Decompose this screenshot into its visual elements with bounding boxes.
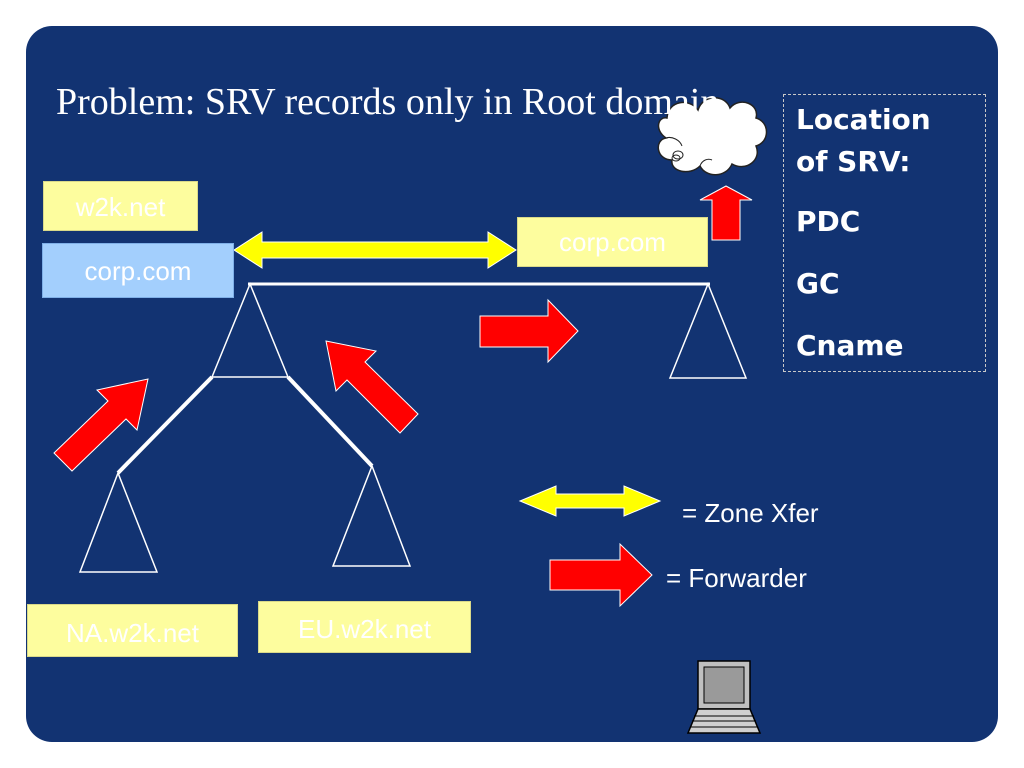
forwarder-arrow-right	[479, 298, 579, 364]
srv-location-heading-line1: Location	[796, 103, 931, 136]
forwarder-arrow-eu	[325, 340, 419, 434]
slide-title: Problem: SRV records only in Root domain	[56, 81, 720, 123]
eu-domain-triangle	[331, 463, 412, 567]
forwarder-arrow-to-cloud	[699, 185, 753, 241]
corp-domain-triangle	[668, 281, 748, 379]
na-domain-triangle	[78, 470, 159, 573]
tree-branch-right	[286, 375, 374, 468]
root-domain-triangle	[210, 282, 290, 378]
srv-location-item-cname: Cname	[796, 329, 904, 362]
srv-location-heading-line2: of SRV:	[796, 145, 911, 178]
corp-com-right-label: corp.com	[517, 217, 708, 267]
tree-branch-left	[116, 375, 214, 475]
legend-forwarder-arrow	[549, 542, 653, 608]
srv-location-item-gc: GC	[796, 267, 840, 300]
zone-xfer-arrow	[233, 231, 517, 269]
eu-w2k-net-label: EU.w2k.net	[258, 601, 471, 653]
srv-location-box: Location of SRV: PDC GC Cname	[783, 94, 986, 372]
cloud-icon	[657, 97, 768, 176]
computer-icon	[686, 660, 762, 734]
forwarder-arrow-na	[53, 378, 149, 472]
legend-zone-xfer-text: = Zone Xfer	[682, 498, 819, 528]
srv-location-item-pdc: PDC	[796, 205, 861, 238]
legend-forwarder-text: = Forwarder	[666, 563, 807, 593]
w2k-net-label: w2k.net	[43, 181, 198, 231]
legend-zone-xfer-arrow	[518, 485, 662, 517]
na-w2k-net-label: NA.w2k.net	[27, 604, 238, 657]
corp-com-left-label: corp.com	[42, 243, 234, 298]
